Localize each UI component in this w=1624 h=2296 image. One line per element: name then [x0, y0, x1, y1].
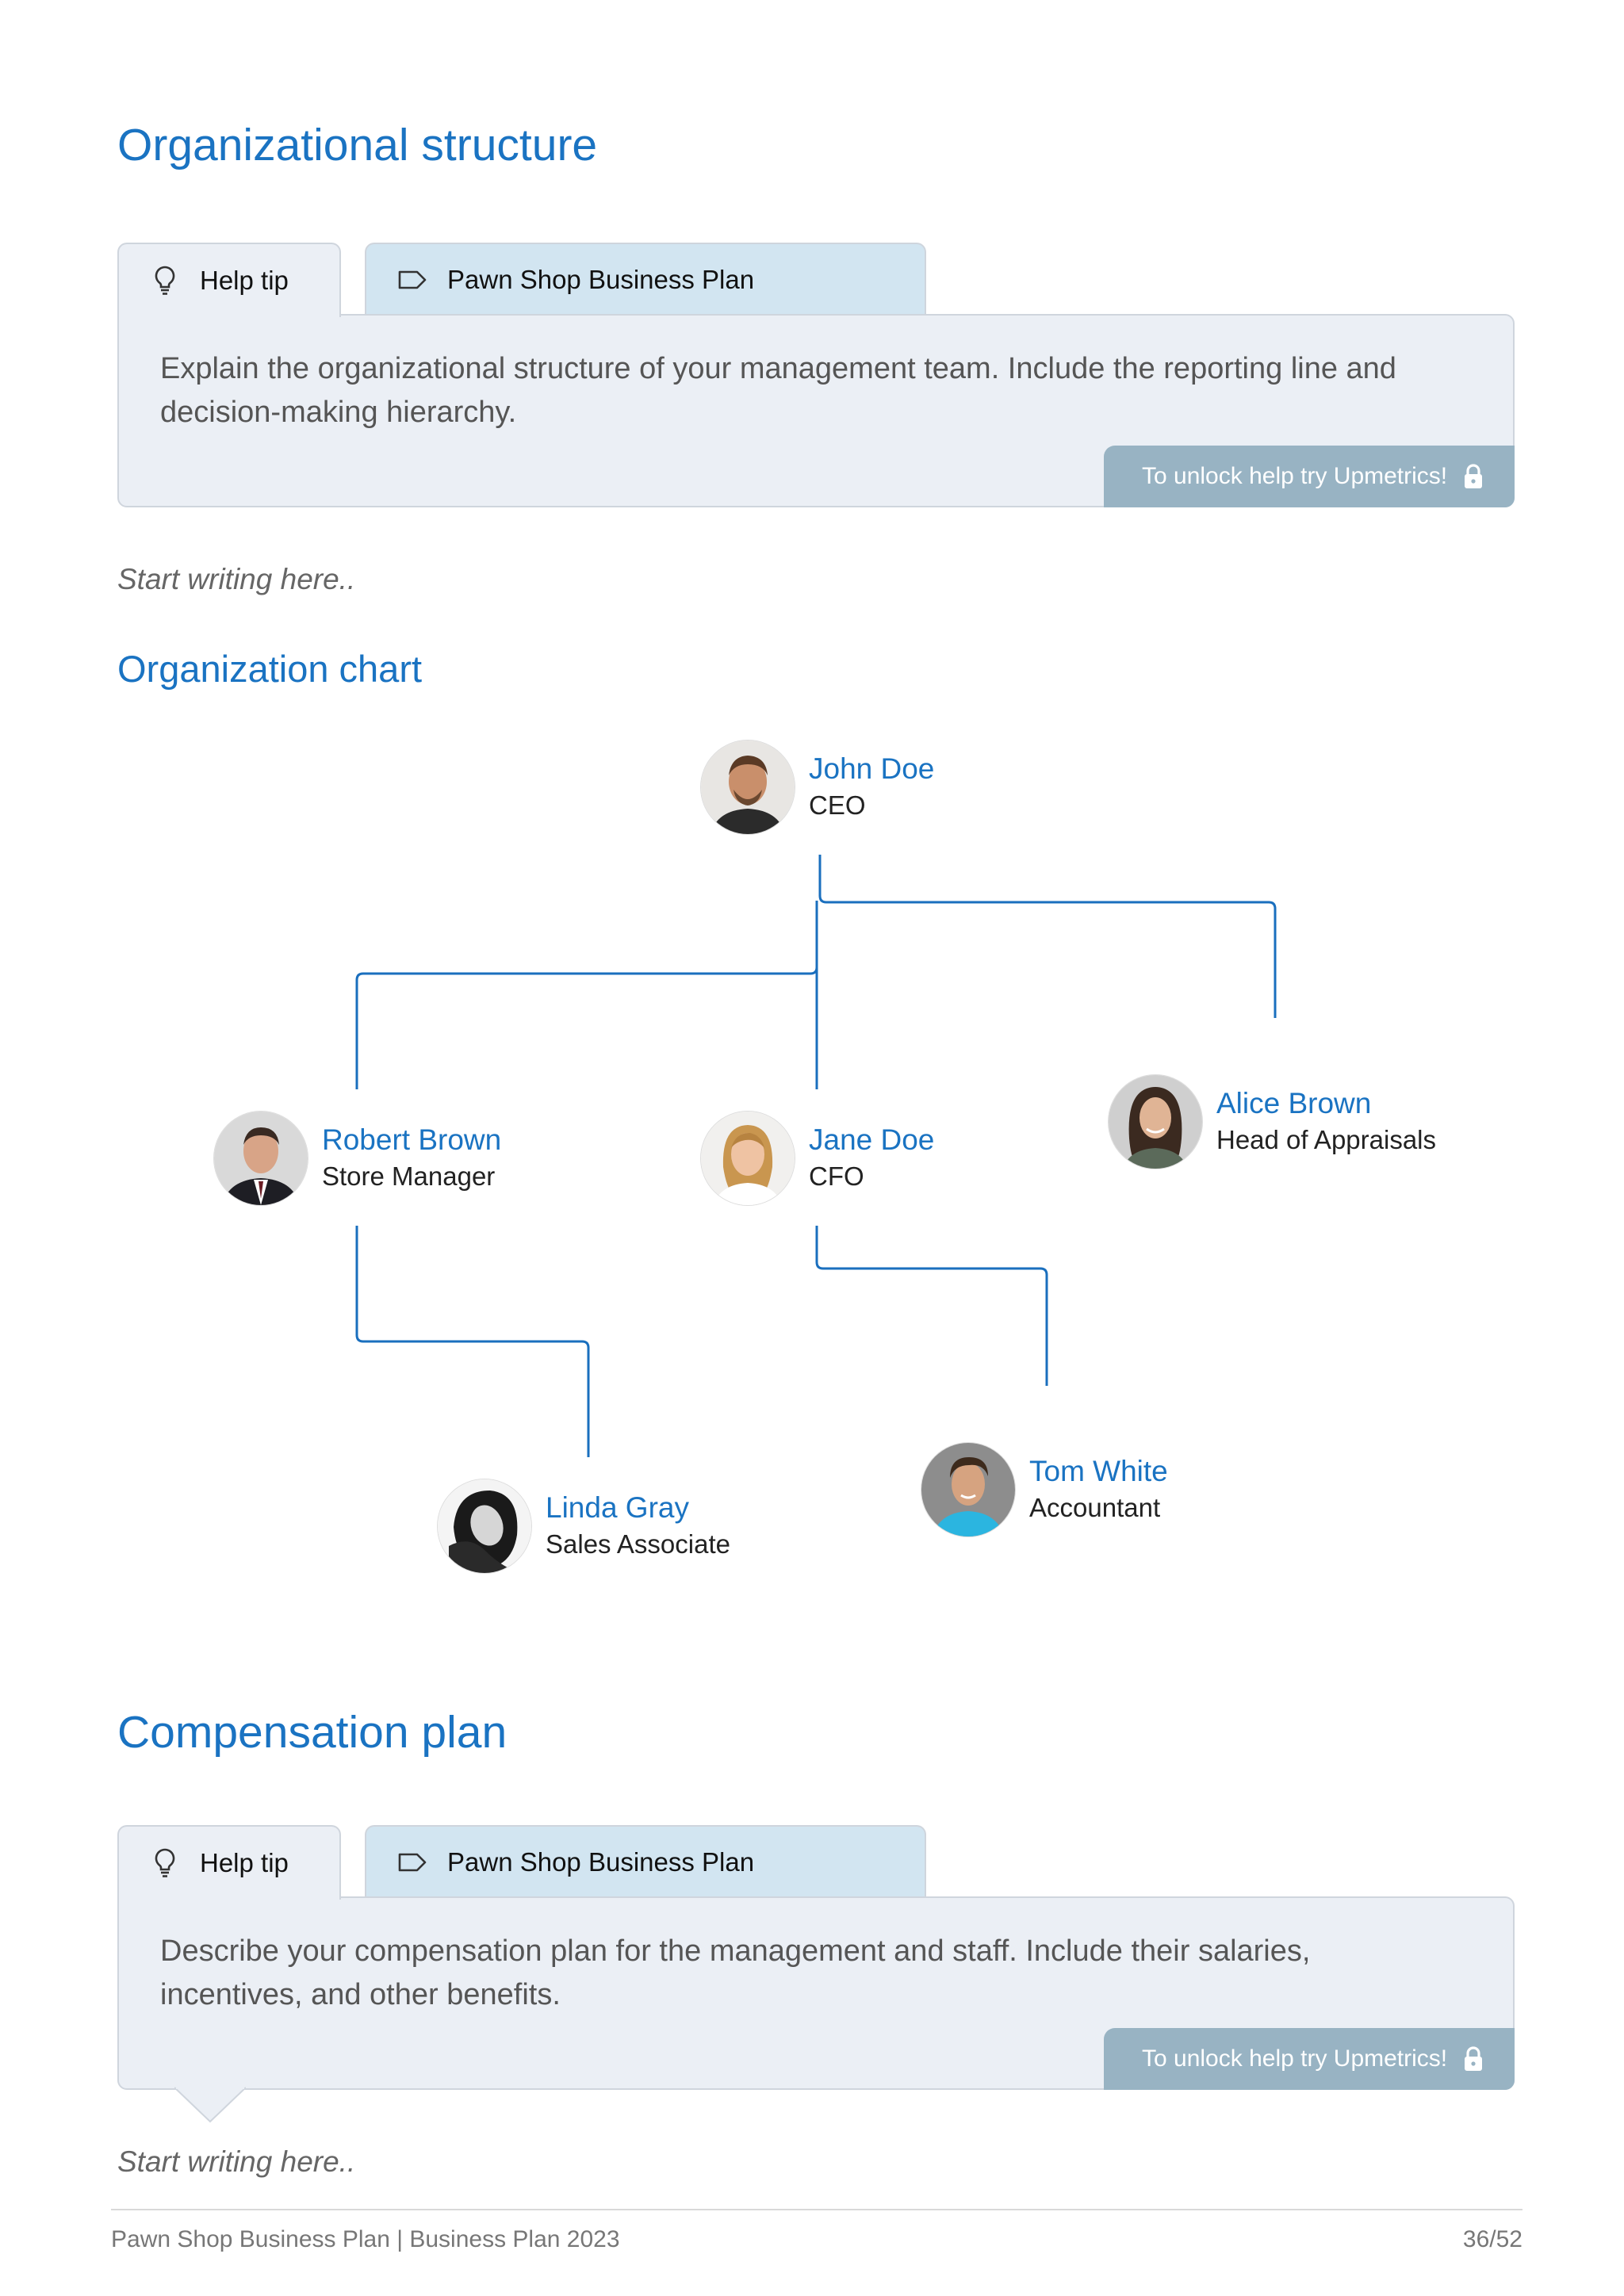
connector-ceo-robert [355, 901, 818, 1089]
help-tip-box: Describe your compensation plan for the … [117, 1896, 1515, 2090]
tag-icon [396, 1846, 428, 1878]
help-tip-text: Explain the organizational structure of … [160, 352, 1396, 429]
unlock-label: To unlock help try Upmetrics! [1142, 463, 1448, 489]
section-title-organizational-structure: Organizational structure [117, 120, 598, 170]
tag-icon [396, 264, 428, 296]
avatar-linda-gray [438, 1479, 531, 1573]
org-chart-title: Organization chart [117, 648, 423, 690]
section-title-compensation-plan: Compensation plan [117, 1707, 508, 1758]
help-tip-tab[interactable]: Help tip [117, 1825, 341, 1900]
footer-divider [111, 2209, 1522, 2210]
person-name: Jane Doe [809, 1123, 935, 1156]
org-person-john-doe: John Doe CEO [701, 740, 934, 834]
person-name: Linda Gray [546, 1491, 689, 1524]
org-person-robert-brown: Robert Brown Store Manager [214, 1112, 501, 1205]
unlock-label: To unlock help try Upmetrics! [1142, 2045, 1448, 2072]
help-tip-block: Help tip Pawn Shop Business Plan Explain… [117, 243, 1515, 544]
plan-tab[interactable]: Pawn Shop Business Plan [365, 243, 926, 316]
help-tip-text: Describe your compensation plan for the … [160, 1934, 1311, 2011]
footer-document-title: Pawn Shop Business Plan | Business Plan … [111, 2226, 620, 2252]
unlock-button[interactable]: To unlock help try Upmetrics! [1104, 2028, 1515, 2090]
person-role: CEO [809, 790, 866, 820]
org-person-tom-white: Tom White Accountant [921, 1443, 1168, 1536]
person-role: Accountant [1029, 1493, 1161, 1522]
help-tip-box: Explain the organizational structure of … [117, 314, 1515, 507]
avatar-john-doe [701, 740, 795, 834]
footer-page-number: 36/52 [1462, 2226, 1522, 2252]
help-tip-pointer [174, 2087, 246, 2123]
help-tip-block-2: Help tip Pawn Shop Business Plan Describ… [117, 1825, 1515, 2126]
start-writing-placeholder[interactable]: Start writing here.. [117, 563, 356, 595]
avatar-alice-brown [1109, 1075, 1202, 1169]
connector-jane-tom [815, 1226, 1048, 1386]
start-writing-placeholder-2[interactable]: Start writing here.. [117, 2145, 356, 2178]
help-tip-label: Help tip [200, 1848, 289, 1877]
plan-tab[interactable]: Pawn Shop Business Plan [365, 1825, 926, 1898]
lock-icon [1461, 2045, 1485, 2072]
person-role: Store Manager [322, 1161, 496, 1191]
plan-tab-label: Pawn Shop Business Plan [447, 1847, 755, 1877]
avatar-jane-doe [701, 1112, 795, 1205]
person-name: Alice Brown [1216, 1087, 1372, 1119]
lock-icon [1461, 463, 1485, 490]
lightbulb-icon [149, 265, 181, 297]
unlock-button[interactable]: To unlock help try Upmetrics! [1104, 446, 1515, 507]
org-person-linda-gray: Linda Gray Sales Associate [438, 1479, 730, 1573]
person-role: Head of Appraisals [1216, 1125, 1437, 1154]
lightbulb-icon [149, 1847, 181, 1879]
avatar-robert-brown [214, 1112, 308, 1205]
connector-ceo-alice [818, 855, 1277, 1018]
org-person-jane-doe: Jane Doe CFO [701, 1112, 934, 1205]
person-role: Sales Associate [546, 1529, 730, 1559]
help-tip-tab[interactable]: Help tip [117, 243, 341, 317]
person-name: Tom White [1029, 1455, 1168, 1487]
plan-tab-label: Pawn Shop Business Plan [447, 265, 755, 294]
person-name: Robert Brown [322, 1123, 502, 1156]
person-role: CFO [809, 1161, 864, 1191]
person-name: John Doe [809, 752, 935, 785]
org-person-alice-brown: Alice Brown Head of Appraisals [1109, 1075, 1436, 1169]
avatar-tom-white [921, 1443, 1015, 1536]
connector-robert-linda [355, 1226, 590, 1457]
help-tip-label: Help tip [200, 266, 289, 295]
